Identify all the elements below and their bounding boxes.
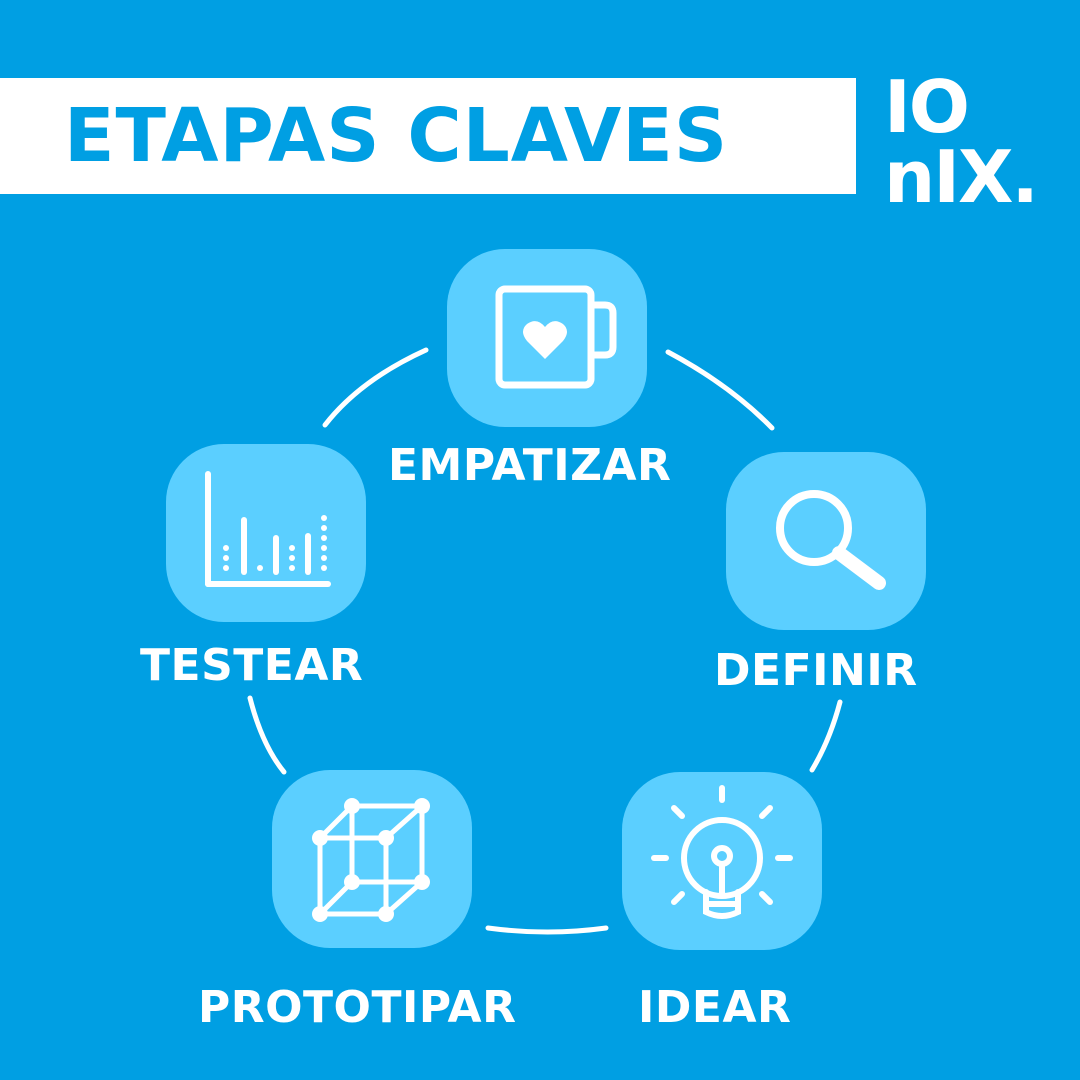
stage-tile-idear [622,772,822,950]
ring-arc-idear-prototipar [485,925,609,935]
logo-line-2: nIX. [884,135,1039,219]
stage-label-idear: IDEAR [638,982,792,1033]
ring-arc-empatizar-definir [665,349,775,431]
stage-label-empatizar: EMPATIZAR [388,440,672,491]
title-banner [0,78,856,194]
ring-arc-definir-idear [809,699,843,773]
stage-tile-testear [166,444,366,622]
stage-tile-empatizar [447,249,647,427]
stage-tile-definir [726,452,926,630]
stage-label-prototipar: PROTOTIPAR [198,982,517,1033]
stage-label-testear: TESTEAR [140,640,364,691]
mug-heart-icon [495,285,617,389]
page-title: ETAPAS CLAVES [64,93,729,179]
ring-arc-prototipar-testear [247,695,287,775]
logo-line-1: IO [884,65,970,149]
stage-label-definir: DEFINIR [714,645,918,696]
ring-arc-empatizar-testear [322,347,429,428]
lightbulb-icon [651,785,793,919]
ionix-logo: IO nIX. [880,64,1070,214]
bar-chart-icon [205,471,331,587]
stage-tile-prototipar [272,770,472,948]
magnifying-glass-icon [776,490,886,590]
cube-wireframe-icon [312,798,430,922]
